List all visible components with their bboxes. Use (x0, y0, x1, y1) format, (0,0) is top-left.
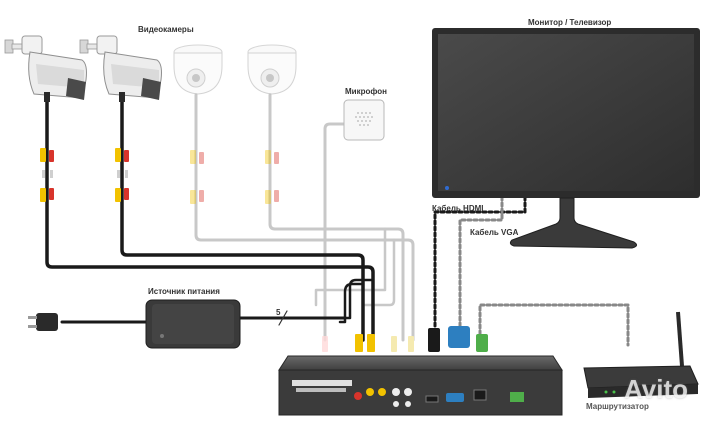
cable-ethernet (478, 303, 630, 347)
dvr-device (278, 355, 563, 416)
monitor-device (432, 28, 700, 249)
cable-bullet-camera-2 (120, 98, 365, 342)
cable-bullet-power-2 (338, 282, 365, 324)
label-router: Маршрутизатор (586, 402, 649, 411)
cable-bullet-camera-1 (45, 98, 375, 342)
cable-dome-camera-2 (268, 93, 405, 342)
avito-watermark: Avito (624, 374, 689, 404)
label-cable-count: 5 (276, 308, 281, 317)
dome-camera-1 (173, 44, 223, 95)
cable-dome-camera-1 (194, 93, 415, 342)
cable-vga (458, 195, 504, 328)
dome-camera-2 (247, 44, 297, 95)
label-monitor: Монитор / Телевизор (528, 18, 612, 27)
bullet-camera-2 (79, 35, 162, 102)
microphone-device (343, 99, 385, 141)
camera-connectors (40, 148, 279, 204)
cable-bullet-power-1 (338, 278, 375, 320)
power-plug (28, 313, 58, 331)
cable-hdmi (433, 195, 527, 330)
cable-dome-power-1 (363, 238, 396, 307)
cable-microphone (323, 122, 357, 342)
label-microphone: Микрофон (345, 87, 387, 96)
cables (45, 93, 630, 347)
label-power-supply: Источник питания (148, 287, 220, 296)
label-hdmi-cable: Кабель HDMI (432, 204, 484, 213)
router-device (583, 311, 699, 398)
label-vga-cable: Кабель VGA (470, 228, 519, 237)
power-supply-unit (145, 299, 241, 349)
bullet-camera-1 (4, 35, 87, 102)
dvr-plugs (322, 326, 488, 352)
label-cameras: Видеокамеры (138, 25, 194, 34)
cable-count-tick (278, 310, 288, 326)
